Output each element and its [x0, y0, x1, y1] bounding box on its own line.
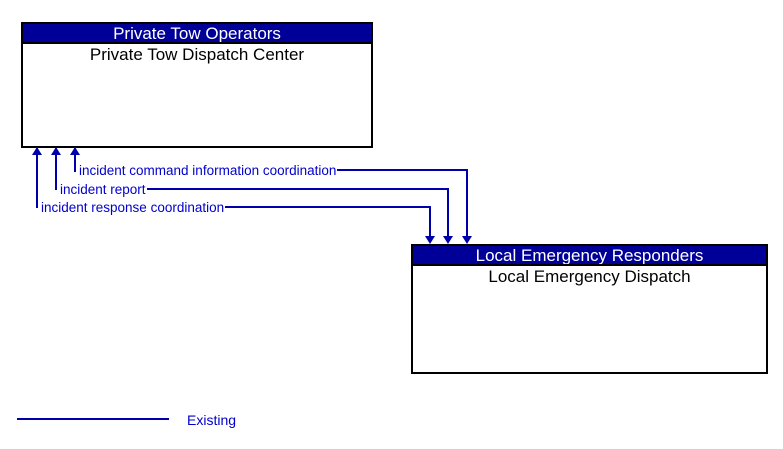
entity-body-private-tow-dispatch-center: Private Tow Dispatch Center [89, 45, 305, 64]
connector-line [146, 188, 449, 190]
legend-existing-label: Existing [187, 412, 237, 428]
connector-line [429, 207, 431, 237]
connector-line [55, 147, 57, 190]
connector-line [337, 169, 468, 171]
entity-box-private-tow-operators[interactable]: Private Tow Operators Private Tow Dispat… [21, 22, 373, 148]
arrow-down-icon [462, 236, 472, 244]
entity-header-private-tow-operators: Private Tow Operators [23, 24, 371, 44]
arrow-down-icon [443, 236, 453, 244]
arrow-down-icon [425, 236, 435, 244]
flow-label-incident-report[interactable]: incident report [60, 181, 146, 197]
flow-row-incident-command-information-coordination: incident command information coordinatio… [76, 161, 468, 179]
entity-box-local-emergency-responders[interactable]: Local Emergency Responders Local Emergen… [411, 244, 768, 374]
connector-line [36, 147, 38, 208]
entity-header-local-emergency-responders: Local Emergency Responders [413, 246, 766, 266]
flow-label-incident-response-coordination[interactable]: incident response coordination [41, 199, 225, 215]
legend-existing-line [17, 418, 169, 420]
connector-line [466, 170, 468, 237]
connector-line [447, 189, 449, 237]
connector-line [225, 206, 431, 208]
flow-row-incident-response-coordination: incident response coordination [38, 198, 431, 216]
connector-line [74, 147, 76, 172]
entity-body-local-emergency-dispatch: Local Emergency Dispatch [488, 267, 691, 286]
flow-row-incident-report: incident report [57, 180, 449, 198]
flow-label-incident-command-information-coordination[interactable]: incident command information coordinatio… [79, 162, 337, 178]
